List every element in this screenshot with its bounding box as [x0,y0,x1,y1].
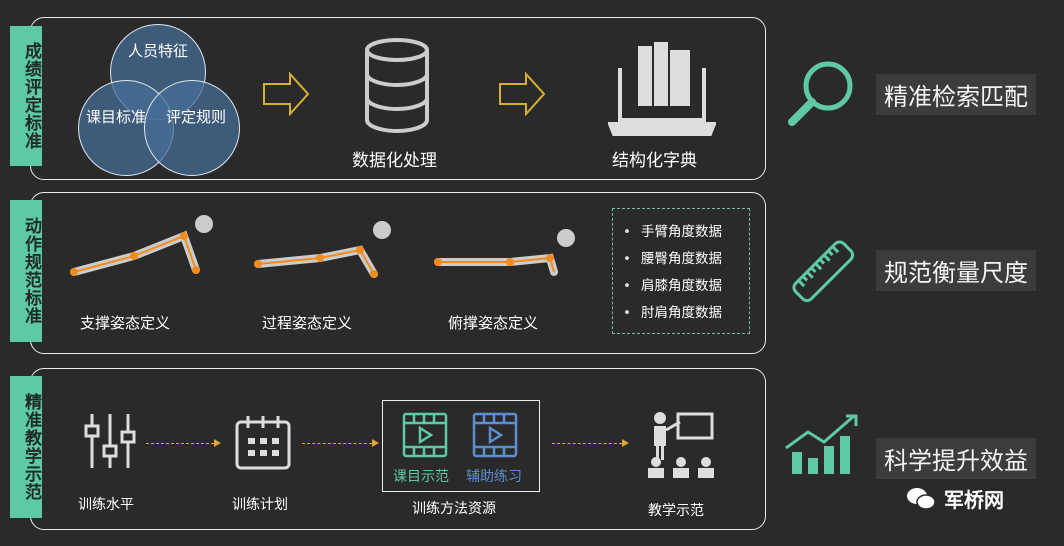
arrow-right-icon [263,72,310,116]
sliders-icon [84,414,136,468]
step-label-digitize: 数据化处理 [352,151,437,171]
arrow-right-icon [499,72,546,116]
step-label-plan: 训练计划 [232,497,288,513]
step-label-method: 训练方法资源 [412,501,496,517]
watermark-text: 军桥网 [944,488,1004,512]
pose-label-support: 支撑姿态定义 [80,314,171,332]
classroom-teacher-icon [648,412,714,478]
video-label-aux-practice[interactable]: 辅助练习 [466,469,522,485]
step-label-demo: 教学示范 [648,503,704,519]
method-resource-box [382,400,540,492]
venn-circle-rules [144,80,240,176]
data-item: 肩膝角度数据 [623,273,749,300]
database-icon [365,38,429,134]
arrowhead-icon [622,439,629,447]
venn-label-rules: 评定规则 [166,108,227,126]
pushup-figure-prone [434,229,575,276]
venn-label-course: 课目标准 [86,108,147,126]
video-play-icon[interactable] [402,412,448,458]
video-play-icon[interactable] [472,412,518,458]
angle-data-list: 手臂角度数据 腰臀角度数据 肩膝角度数据 肘肩角度数据 [612,208,750,334]
calendar-icon [235,416,291,470]
pose-label-process: 过程姿态定义 [262,314,353,332]
result-label-benefit: 科学提升效益 [876,438,1036,479]
dashed-arrow [552,443,622,444]
result-label-search: 精准检索匹配 [876,74,1036,115]
section-label-teaching: 精准教学示范 [10,376,42,518]
section-label-score: 成绩评定标准 [10,26,42,166]
watermark: 军桥网 [906,484,1004,513]
data-item: 手臂角度数据 [623,219,749,246]
wechat-icon [907,487,936,510]
video-label-course-demo[interactable]: 课目示范 [393,469,449,485]
data-item: 腰臀角度数据 [623,246,749,273]
section-label-action: 动作规范标准 [10,200,42,342]
pose-label-prone: 俯撑姿态定义 [448,314,539,332]
arrowhead-icon [372,439,379,447]
magnifier-icon [788,61,853,126]
data-item: 肘肩角度数据 [623,300,749,327]
pushup-figure-support [70,215,213,276]
dashed-arrow [302,443,372,444]
pushup-figure-process [254,221,391,278]
result-label-measure: 规范衡量尺度 [876,250,1036,291]
step-label-dictionary: 结构化字典 [612,151,697,171]
growth-chart-icon [785,414,858,474]
laptop-books-icon [608,42,716,136]
ruler-icon [792,240,855,303]
dashed-arrow [146,443,214,444]
step-label-level: 训练水平 [78,497,134,513]
arrowhead-icon [214,439,221,447]
venn-label-personnel: 人员特征 [127,42,188,60]
